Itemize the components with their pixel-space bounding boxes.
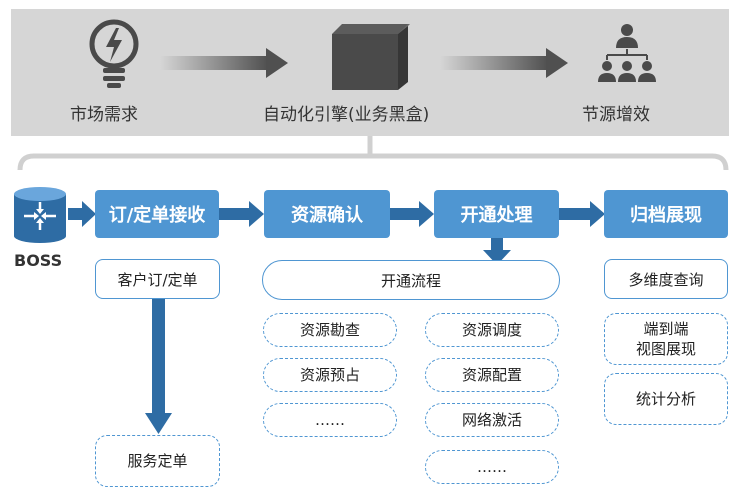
stage-archive: 归档展现 (604, 190, 728, 238)
flow-arrow-boss-to-order (68, 201, 96, 227)
e2e-view-line-2: 视图展现 (635, 340, 696, 358)
lightbulb-icon (89, 19, 139, 88)
stage-provision: 开通处理 (434, 190, 559, 238)
flow-arrow-order-to-resource (219, 201, 264, 227)
engine-label: 自动化引擎(业务黑盒) (263, 105, 430, 125)
flow-step: 网络激活 (425, 403, 559, 437)
e2e-view-box: 端到端 视图展现 (604, 313, 728, 365)
top-arrow-2 (440, 48, 568, 78)
org-chart-icon (598, 24, 656, 82)
boss-label: BOSS (14, 251, 63, 270)
flow-arrow-provision-to-archive (558, 201, 605, 227)
cost-saving-label: 节源增效 (582, 105, 650, 125)
customer-order-box: 客户订/定单 (95, 259, 220, 299)
flow-arrow-order-down (145, 299, 172, 434)
flow-arrow-resource-to-provision (389, 201, 434, 227)
top-arrow-1 (160, 48, 288, 78)
boss-database-icon (14, 187, 66, 243)
market-demand-label: 市场需求 (70, 105, 138, 125)
flow-step: 资源预占 (263, 358, 397, 392)
stage-order-receive: 订/定单接收 (95, 190, 219, 238)
bracket-connector (17, 136, 729, 171)
stage-resource-confirm: 资源确认 (264, 190, 390, 238)
provision-flow-title: 开通流程 (262, 260, 560, 300)
flow-step: 资源配置 (425, 358, 559, 392)
flow-arrow-provision-down (483, 238, 511, 265)
e2e-view-line-1: 端到端 (643, 319, 689, 338)
service-order-box: 服务定单 (95, 435, 220, 487)
flow-step: …… (425, 450, 559, 484)
multi-dim-query-box: 多维度查询 (604, 259, 728, 299)
black-box-icon (332, 24, 410, 90)
flow-step: 资源调度 (425, 313, 559, 347)
stats-analysis-box: 统计分析 (604, 373, 728, 425)
flow-step: …… (263, 403, 397, 437)
flow-step: 资源勘查 (263, 313, 397, 347)
